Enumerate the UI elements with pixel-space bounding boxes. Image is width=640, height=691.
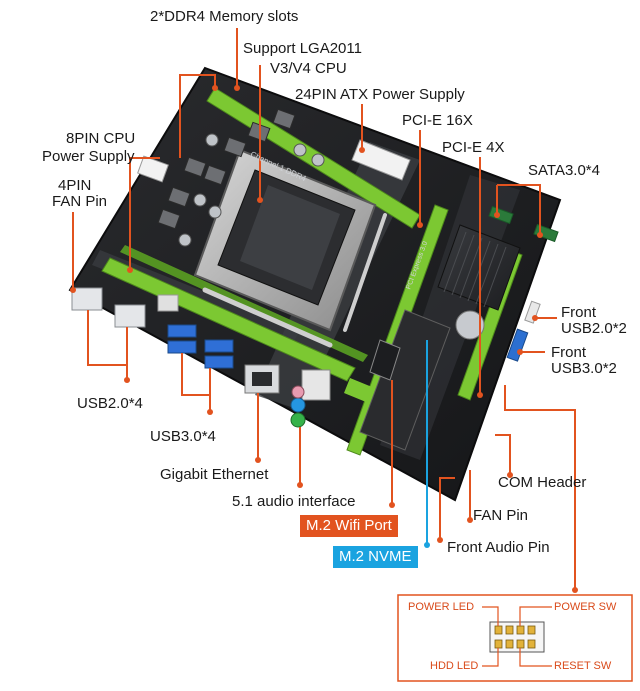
front-usb3-header [506, 328, 529, 362]
panel-reset-sw: RESET SW [554, 660, 612, 672]
label-m2-wifi: M.2 Wifi Port [300, 515, 398, 537]
cmos-battery [455, 310, 485, 340]
socket-lever [202, 287, 333, 348]
atx-connector [351, 139, 411, 181]
m2-wifi-slot [369, 339, 401, 381]
label-audio: 5.1 audio interface [232, 493, 356, 510]
label-com-header: COM Header [498, 474, 587, 491]
label-pcie16: PCI-E 16X [402, 112, 473, 129]
label-pcie4: PCI-E 4X [442, 139, 505, 156]
rear-usb3-ports [167, 324, 234, 369]
label-atx-power: 24PIN ATX Power Supply [295, 86, 465, 103]
label-front-usb3-line2: USB3.0*2 [551, 360, 617, 377]
panel-hdd-led: HDD LED [430, 660, 479, 672]
label-sata: SATA3.0*4 [528, 162, 600, 179]
label-cpu-power-line1: 8PIN CPU [66, 130, 136, 147]
audio-jack-pink [291, 385, 305, 399]
callout-dots [70, 85, 578, 593]
audio-jack-blue [290, 397, 306, 413]
cpu-8pin-connector [137, 155, 169, 183]
label-usb3: USB3.0*4 [150, 428, 216, 445]
label-cpu-power-line2: Power Supply [42, 148, 135, 165]
label-front-usb2-line1: Front [561, 304, 597, 321]
vrm-chokes [157, 108, 296, 230]
bottom-slot-left [344, 378, 372, 402]
label-front-usb3-line1: Front [551, 344, 587, 361]
label-fan-pin2: FAN Pin [473, 507, 529, 524]
front-panel-lines [482, 606, 552, 667]
panel-power-led: POWER LED [408, 601, 475, 613]
cpu-socket-cover [240, 185, 340, 290]
io-shield-piece [157, 294, 179, 312]
nvme-callout-dot [424, 542, 430, 548]
audio-block [301, 369, 331, 401]
label-cpu-line2: V3/V4 CPU [270, 60, 347, 77]
label-fan-pin-line1: 4PIN [58, 177, 92, 194]
label-front-audio: Front Audio Pin [447, 539, 550, 556]
audio-jack-green [290, 412, 306, 428]
callout-lines [72, 28, 576, 590]
front-panel-pins [489, 621, 545, 653]
label-m2-nvme: M.2 NVME [333, 546, 418, 568]
capacitors [178, 133, 325, 247]
label-memory-slots: 2*DDR4 Memory slots [150, 8, 299, 25]
panel-power-sw: POWER SW [554, 601, 617, 613]
rear-usb2-ports [71, 287, 146, 328]
label-usb2: USB2.0*4 [77, 395, 143, 412]
socket-lever-2 [343, 213, 387, 332]
front-usb2-header [524, 300, 541, 324]
label-fan-pin-line2: FAN Pin [52, 193, 108, 210]
ram-slot-2 [101, 257, 356, 382]
label-ethernet: Gigabit Ethernet [160, 466, 269, 483]
label-cpu-line1: Support LGA2011 [243, 40, 362, 57]
label-front-usb2-line2: USB2.0*2 [561, 320, 627, 337]
